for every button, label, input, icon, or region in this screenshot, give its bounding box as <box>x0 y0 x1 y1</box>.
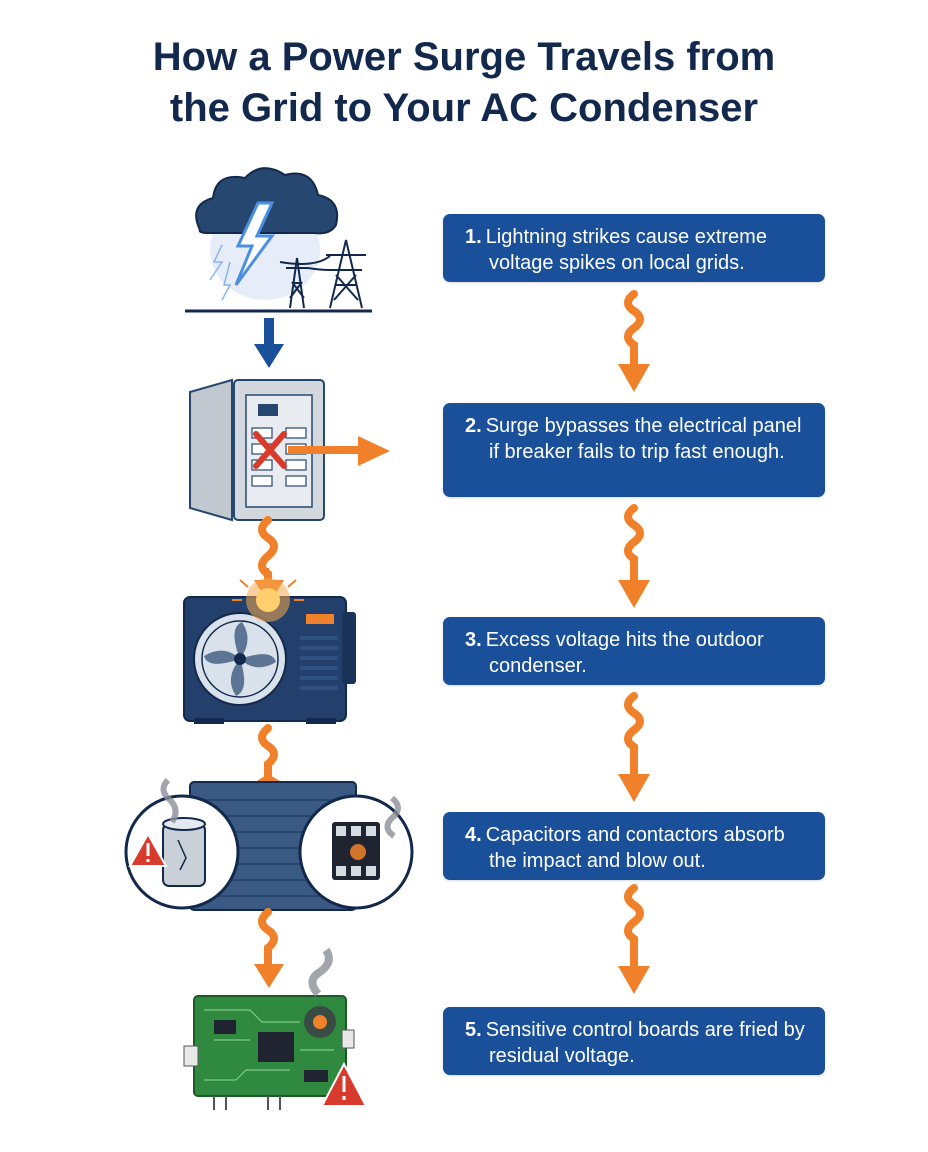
step-5-box: 5.Sensitive control boards are fried by … <box>443 1007 825 1075</box>
step-3-number: 3. <box>465 629 482 651</box>
ac-condenser-icon <box>183 596 356 724</box>
step-1-text: Lightning strikes cause extreme voltage … <box>485 226 767 274</box>
step-3-text: Excess voltage hits the outdoor condense… <box>485 629 764 677</box>
warning-icon <box>128 831 168 867</box>
step-2-box: 2.Surge bypasses the electrical panel if… <box>443 403 825 497</box>
step-2-number: 2. <box>465 415 482 437</box>
capacitor-contactor-icon <box>124 777 414 911</box>
connector-arrows <box>624 290 644 972</box>
step-1-number: 1. <box>465 226 482 248</box>
warning-icon <box>320 1061 368 1107</box>
connector-arrowheads <box>618 364 650 994</box>
surge-arrow-icon <box>358 436 390 466</box>
step-1-box: 1.Lightning strikes cause extreme voltag… <box>443 214 825 282</box>
step-3-box: 3.Excess voltage hits the outdoor conden… <box>443 617 825 685</box>
control-board-icon <box>183 947 355 1110</box>
title-line-1: How a Power Surge Travels from <box>152 35 776 79</box>
flow-arrow-icon <box>254 318 284 368</box>
title-line-2: the Grid to Your AC Condenser <box>169 86 759 130</box>
electrical-panel-icon <box>189 378 325 522</box>
page-title: How a Power Surge Travels from the Grid … <box>40 32 888 134</box>
lightning-storm-icon <box>185 167 372 313</box>
step-2-text: Surge bypasses the electrical panel if b… <box>485 415 802 463</box>
spark-burst-icon <box>232 568 304 622</box>
step-4-number: 4. <box>465 824 482 846</box>
step-4-box: 4.Capacitors and contactors absorb the i… <box>443 812 825 880</box>
step-4-text: Capacitors and contactors absorb the imp… <box>485 824 785 872</box>
step-5-number: 5. <box>465 1019 482 1041</box>
step-5-text: Sensitive control boards are fried by re… <box>485 1019 805 1067</box>
